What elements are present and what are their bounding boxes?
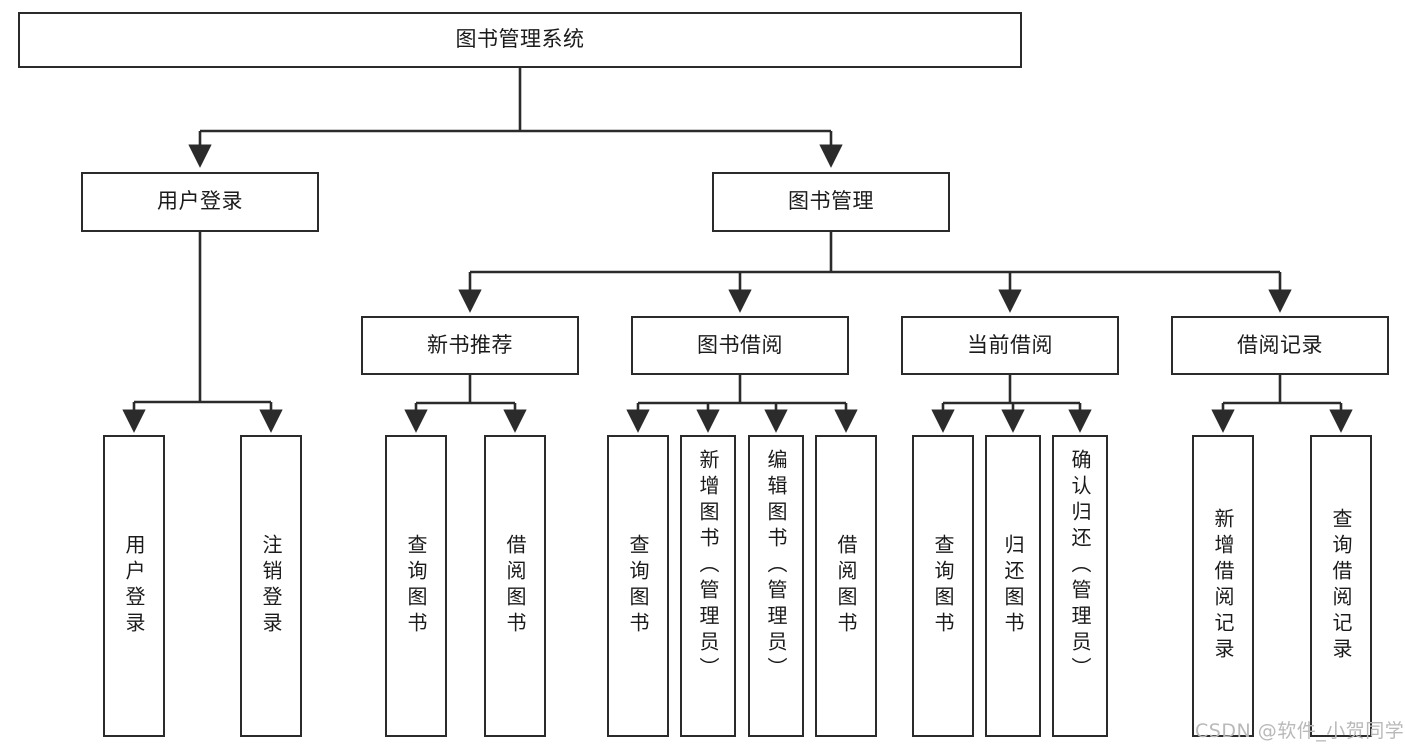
node-book-borrow[interactable]: 图书借阅 — [631, 316, 849, 375]
node-user-login[interactable]: 用户登录 — [81, 172, 319, 232]
node-leaf-borrow-book-2-label: 借阅图书 — [834, 534, 858, 638]
node-leaf-add-book-label: 新增图书（管理员） — [696, 449, 720, 683]
node-current-borrow-label: 当前借阅 — [967, 332, 1053, 357]
node-leaf-edit-book-label: 编辑图书（管理员） — [764, 449, 788, 683]
node-leaf-return-book-label: 归还图书 — [1001, 534, 1025, 638]
node-leaf-edit-book[interactable]: 编辑图书（管理员） — [748, 435, 804, 737]
node-borrow-record[interactable]: 借阅记录 — [1171, 316, 1389, 375]
watermark: CSDN @软件_小贺同学 — [1195, 716, 1404, 743]
node-current-borrow[interactable]: 当前借阅 — [901, 316, 1119, 375]
node-leaf-query-book-2[interactable]: 查询图书 — [607, 435, 669, 737]
node-leaf-logout[interactable]: 注销登录 — [240, 435, 302, 737]
node-new-book-rec-label: 新书推荐 — [427, 332, 513, 357]
node-root[interactable]: 图书管理系统 — [18, 12, 1022, 68]
node-leaf-add-record[interactable]: 新增借阅记录 — [1192, 435, 1254, 737]
node-leaf-borrow-book-1-label: 借阅图书 — [503, 534, 527, 638]
node-book-manage[interactable]: 图书管理 — [712, 172, 950, 232]
node-root-label: 图书管理系统 — [455, 27, 585, 52]
node-leaf-borrow-book-1[interactable]: 借阅图书 — [484, 435, 546, 737]
node-leaf-query-book-2-label: 查询图书 — [626, 534, 650, 638]
node-leaf-confirm-return-label: 确认归还（管理员） — [1068, 449, 1092, 683]
node-leaf-user-login[interactable]: 用户登录 — [103, 435, 165, 737]
node-book-borrow-label: 图书借阅 — [697, 332, 783, 357]
node-book-manage-label: 图书管理 — [788, 189, 874, 214]
node-leaf-borrow-book-2[interactable]: 借阅图书 — [815, 435, 877, 737]
node-new-book-rec[interactable]: 新书推荐 — [361, 316, 579, 375]
node-leaf-add-record-label: 新增借阅记录 — [1211, 508, 1235, 664]
watermark-text: CSDN @软件_小贺同学 — [1195, 720, 1405, 742]
node-leaf-query-book-1-label: 查询图书 — [404, 534, 428, 638]
node-leaf-query-record-label: 查询借阅记录 — [1329, 508, 1353, 664]
node-leaf-query-book-3[interactable]: 查询图书 — [912, 435, 974, 737]
node-leaf-query-book-3-label: 查询图书 — [931, 534, 955, 638]
node-leaf-query-record[interactable]: 查询借阅记录 — [1310, 435, 1372, 737]
node-leaf-query-book-1[interactable]: 查询图书 — [385, 435, 447, 737]
node-borrow-record-label: 借阅记录 — [1237, 332, 1323, 357]
node-leaf-confirm-return[interactable]: 确认归还（管理员） — [1052, 435, 1108, 737]
node-leaf-return-book[interactable]: 归还图书 — [985, 435, 1041, 737]
node-leaf-add-book[interactable]: 新增图书（管理员） — [680, 435, 736, 737]
node-leaf-user-login-label: 用户登录 — [122, 534, 146, 638]
node-leaf-logout-label: 注销登录 — [259, 534, 283, 638]
node-user-login-label: 用户登录 — [157, 189, 243, 214]
